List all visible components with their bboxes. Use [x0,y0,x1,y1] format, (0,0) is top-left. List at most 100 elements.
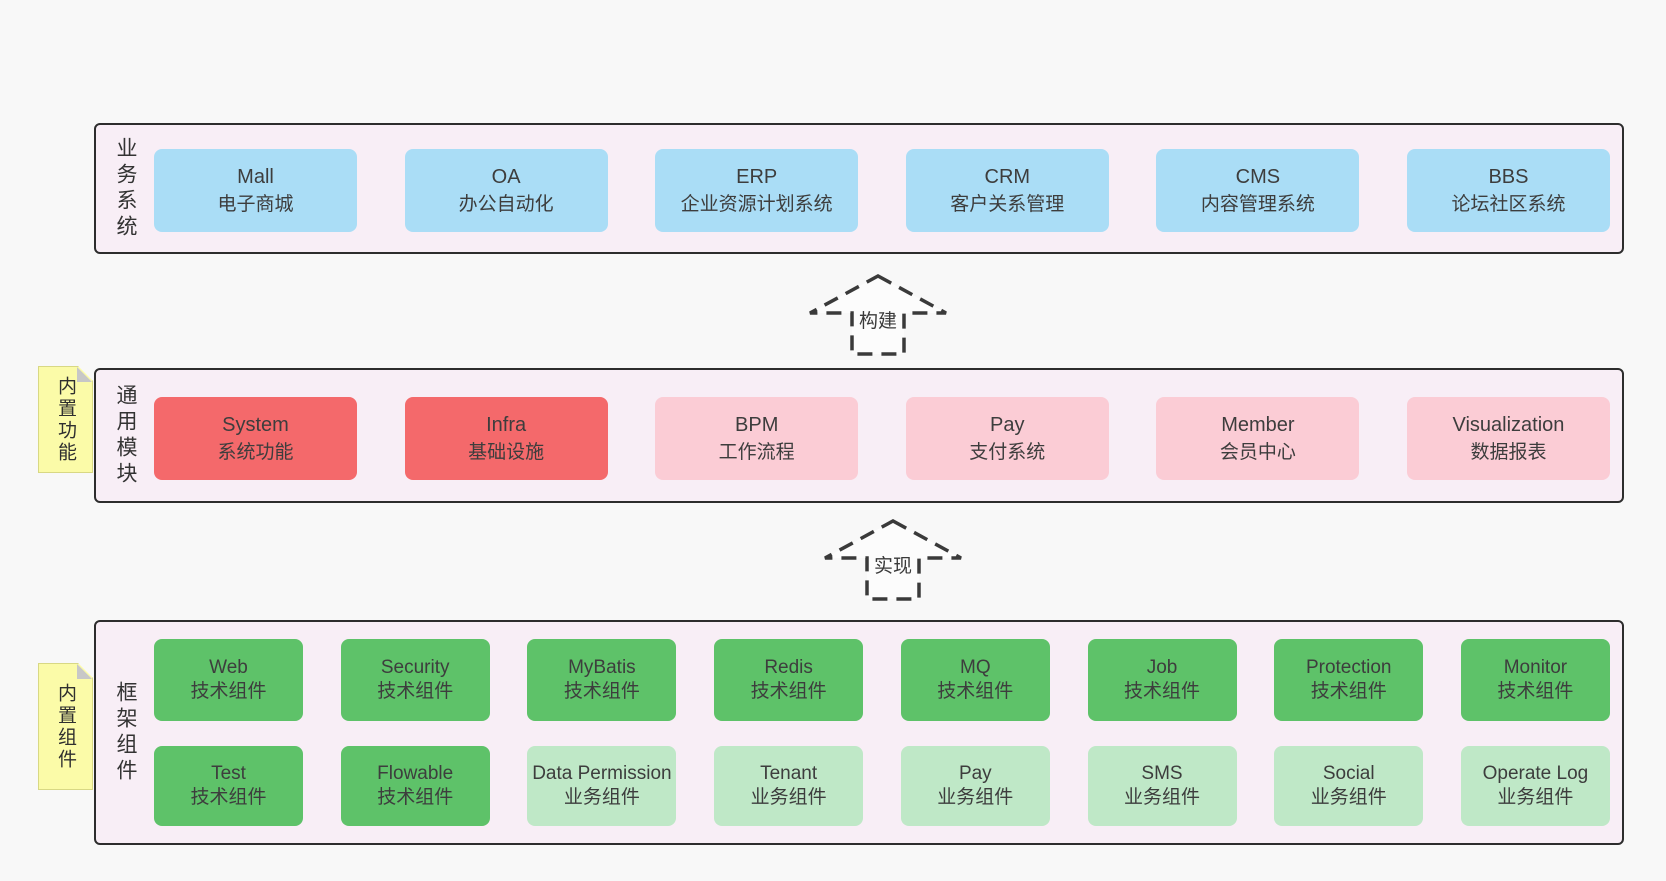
box-erp: ERP 企业资源计划系统 [655,149,859,232]
box-subtitle: 技术组件 [1310,681,1387,702]
box-member: Member 会员中心 [1156,397,1360,480]
box-subtitle: 技术组件 [750,681,827,702]
box-oa: OA 办公自动化 [404,149,608,232]
box-title: Monitor [1503,657,1568,678]
box-protection: Protection 技术组件 [1274,639,1424,721]
box-subtitle: 技术组件 [190,681,267,702]
box-subtitle: 基础设施 [468,441,545,463]
box-subtitle: 电子商城 [217,193,294,215]
box-subtitle: 企业资源计划系统 [680,193,833,215]
components-layer-label: 框架组件 [114,680,137,785]
box-subtitle: 技术组件 [377,787,454,808]
box-mq: MQ 技术组件 [900,639,1050,721]
components-boxes-row-1: Web 技术组件 Security 技术组件 MyBatis 技术组件 Redi… [154,639,1610,721]
sticky-note-builtin-features: 内置功能 [38,366,93,473]
box-title: OA [491,165,521,188]
box-subtitle: 技术组件 [1497,681,1574,702]
box-operate-log: Operate Log 业务组件 [1460,746,1610,826]
box-security: Security 技术组件 [340,639,490,721]
box-subtitle: 数据报表 [1470,441,1547,463]
box-subtitle: 技术组件 [377,681,454,702]
box-system: System 系统功能 [154,397,357,480]
components-boxes-row-2: Test 技术组件 Flowable 技术组件 Data Permission … [154,746,1610,826]
box-subtitle: 技术组件 [190,787,267,808]
box-title: BBS [1488,165,1529,188]
box-subtitle: 业务组件 [937,787,1014,808]
box-subtitle: 业务组件 [750,787,827,808]
box-subtitle: 系统功能 [217,441,294,463]
box-title: Redis [764,657,813,678]
box-bbs: BBS 论坛社区系统 [1406,149,1610,232]
business-layer-label: 业务系统 [114,136,137,241]
box-subtitle: 业务组件 [1497,787,1574,808]
business-systems-panel: 业务系统 Mall 电子商城 OA 办公自动化 ERP 企业资源计划系统 CRM… [94,123,1624,254]
common-modules-panel: 通用模块 System 系统功能 Infra 基础设施 BPM 工作流程 Pay… [94,368,1624,503]
box-subtitle: 业务组件 [563,787,640,808]
box-visualization: Visualization 数据报表 [1406,397,1610,480]
implement-arrow-label: 实现 [869,551,917,578]
box-job: Job 技术组件 [1087,639,1237,721]
box-data-permission: Data Permission 业务组件 [527,746,677,826]
box-infra: Infra 基础设施 [404,397,608,480]
box-cms: CMS 内容管理系统 [1156,149,1360,232]
box-title: Visualization [1452,413,1565,436]
box-subtitle: 技术组件 [937,681,1014,702]
box-title: CRM [984,165,1031,188]
box-subtitle: 业务组件 [1310,787,1387,808]
box-title: Mall [237,165,274,188]
business-boxes-row: Mall 电子商城 OA 办公自动化 ERP 企业资源计划系统 CRM 客户关系… [154,149,1610,232]
box-title: SMS [1141,763,1183,784]
box-subtitle: 论坛社区系统 [1451,193,1566,215]
implement-arrow: 实现 [822,518,964,602]
box-title: System [222,413,289,436]
box-web: Web 技术组件 [154,639,303,721]
modules-layer-label: 通用模块 [114,383,137,488]
box-social: Social 业务组件 [1274,746,1424,826]
box-title: Member [1221,413,1295,436]
box-title: Social [1322,763,1375,784]
box-subtitle: 支付系统 [969,441,1046,463]
box-title: Pay [990,413,1025,436]
box-crm: CRM 客户关系管理 [905,149,1109,232]
sticky-note-text: 内置功能 [55,375,76,464]
box-title: Job [1146,657,1178,678]
box-redis: Redis 技术组件 [714,639,864,721]
box-title: Security [380,657,450,678]
box-title: MyBatis [568,657,636,678]
box-subtitle: 工作流程 [718,441,795,463]
box-title: Test [211,763,246,784]
box-title: Flowable [377,763,454,784]
box-subtitle: 技术组件 [1124,681,1201,702]
box-title: Pay [958,763,992,784]
box-pay-system: Pay 支付系统 [905,397,1109,480]
box-title: Tenant [760,763,818,784]
box-title: ERP [736,165,778,188]
sticky-fold-corner-icon [77,664,92,679]
box-test: Test 技术组件 [154,746,303,826]
box-subtitle: 内容管理系统 [1200,193,1315,215]
box-bpm: BPM 工作流程 [655,397,859,480]
box-tenant: Tenant 业务组件 [714,746,864,826]
box-title: Infra [486,413,527,436]
framework-components-panel: 框架组件 Web 技术组件 Security 技术组件 MyBatis 技术组件… [94,620,1624,845]
box-flowable: Flowable 技术组件 [340,746,490,826]
build-arrow-label: 构建 [854,306,902,333]
box-title: Operate Log [1482,763,1589,784]
box-mall: Mall 电子商城 [154,149,357,232]
box-title: Protection [1305,657,1392,678]
box-pay-component: Pay 业务组件 [900,746,1050,826]
box-title: Web [209,657,248,678]
sticky-fold-corner-icon [77,367,92,382]
box-subtitle: 会员中心 [1219,441,1296,463]
sticky-note-builtin-components: 内置组件 [38,663,93,790]
box-subtitle: 业务组件 [1124,787,1201,808]
modules-boxes-row: System 系统功能 Infra 基础设施 BPM 工作流程 Pay 支付系统… [154,397,1610,480]
build-arrow: 构建 [807,273,949,357]
box-title: Data Permission [532,763,672,784]
box-title: CMS [1235,165,1281,188]
box-monitor: Monitor 技术组件 [1460,639,1610,721]
box-subtitle: 客户关系管理 [950,193,1065,215]
box-mybatis: MyBatis 技术组件 [527,639,677,721]
box-sms: SMS 业务组件 [1087,746,1237,826]
sticky-note-text: 内置组件 [55,682,76,771]
